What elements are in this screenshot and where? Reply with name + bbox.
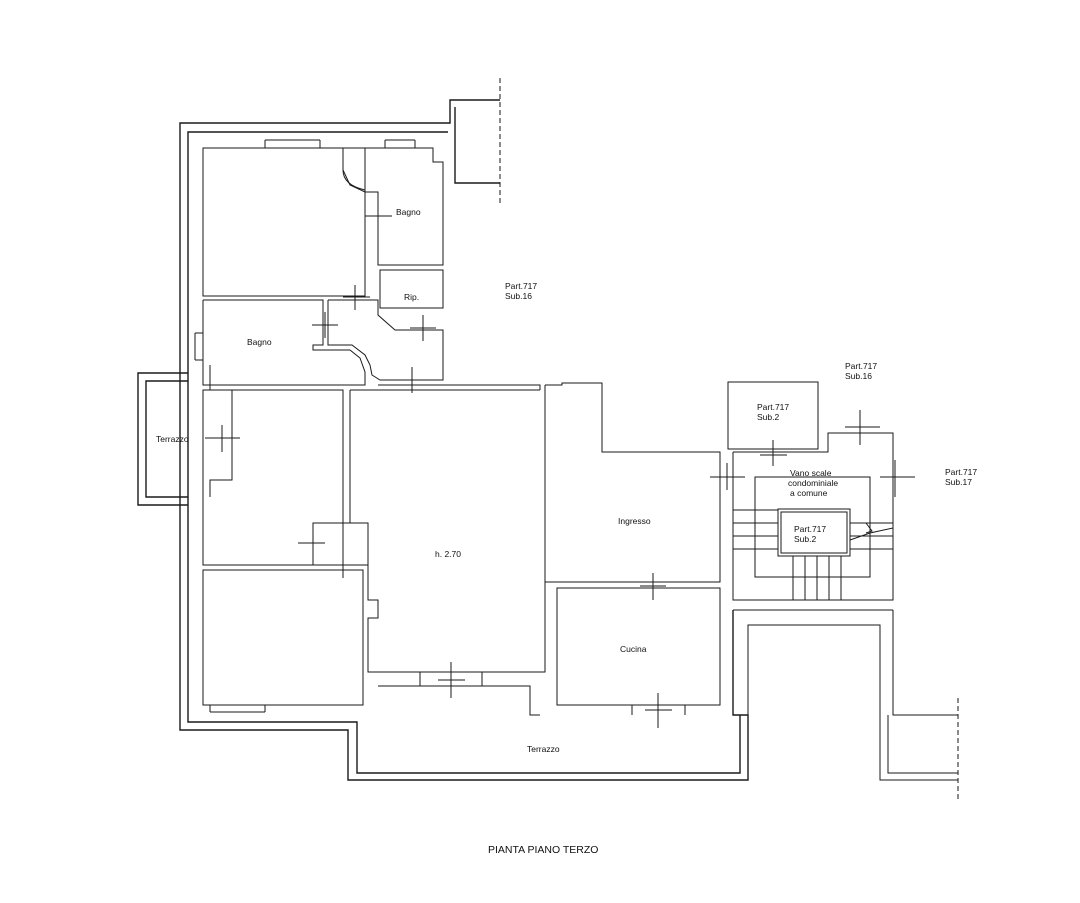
label-stair-line2: condominiale — [788, 478, 838, 488]
label-stair-line3: a comune — [790, 488, 828, 498]
label-stair-line1: Vano scale — [790, 468, 832, 478]
label-cucina: Cucina — [620, 644, 647, 654]
rooms-upper-left — [194, 139, 444, 386]
label-sub-mid-1: Sub.2 — [757, 412, 779, 422]
label-terrazzo-bottom: Terrazzo — [527, 744, 560, 754]
label-sub-right: Sub.17 — [945, 477, 972, 487]
label-part-stair: Part.717 — [794, 524, 826, 534]
exterior-walls — [179, 78, 749, 781]
label-ingresso: Ingresso — [618, 516, 651, 526]
living-room — [349, 384, 546, 716]
label-sub-top-1: Sub.16 — [505, 291, 532, 301]
stair-block — [727, 381, 959, 800]
label-part-right: Part.717 — [945, 467, 977, 477]
label-terrazzo-left: Terrazzo — [156, 434, 189, 444]
plan-caption: PIANTA PIANO TERZO — [488, 844, 598, 856]
door-markers — [205, 203, 915, 728]
label-part-top-2: Part.717 — [845, 361, 877, 371]
terrazzo-left — [137, 372, 188, 506]
label-bagno-lower: Bagno — [247, 337, 272, 347]
ingresso-cucina — [545, 382, 721, 715]
label-part-mid-1: Part.717 — [757, 402, 789, 412]
label-part-top-1: Part.717 — [505, 281, 537, 291]
label-sub-top-2: Sub.16 — [845, 371, 872, 381]
label-bagno-upper: Bagno — [396, 207, 421, 217]
label-sub-stair: Sub.2 — [794, 534, 816, 544]
rooms-middle-left — [202, 365, 369, 713]
label-height: h. 2.70 — [435, 549, 461, 559]
label-ripostiglio: Rip. — [404, 292, 419, 302]
